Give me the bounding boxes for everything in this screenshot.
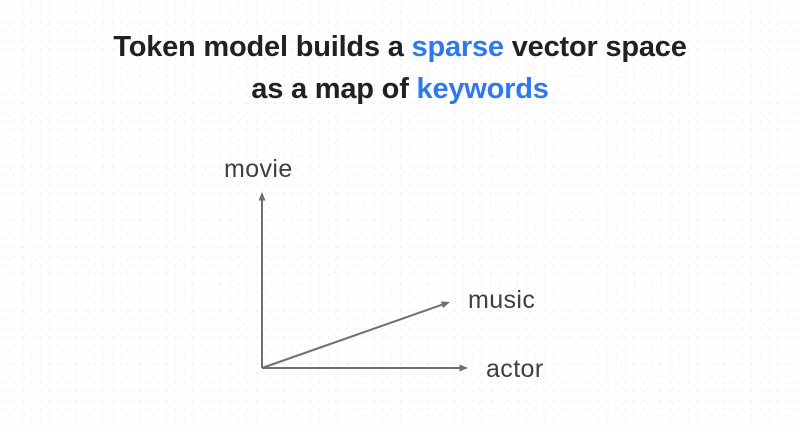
title-line-2: as a map of keywords [0, 68, 800, 110]
title-line1-post: vector space [503, 31, 687, 63]
title-line2-pre: as a map of [251, 73, 417, 105]
axis-label-movie: movie [224, 155, 293, 183]
axis-label-music: music [468, 286, 536, 314]
title-line-1: Token model builds a sparse vector space [0, 26, 800, 68]
axes-diagram [258, 192, 468, 372]
title-line1-highlight: sparse [411, 31, 505, 63]
title-line1-pre: Token model builds a [113, 31, 412, 63]
axis-label-actor: actor [486, 355, 544, 383]
diagonal-vector-arrow [261, 301, 450, 369]
title-line2-highlight: keywords [416, 73, 549, 105]
slide-title: Token model builds a sparse vector space… [0, 26, 800, 110]
